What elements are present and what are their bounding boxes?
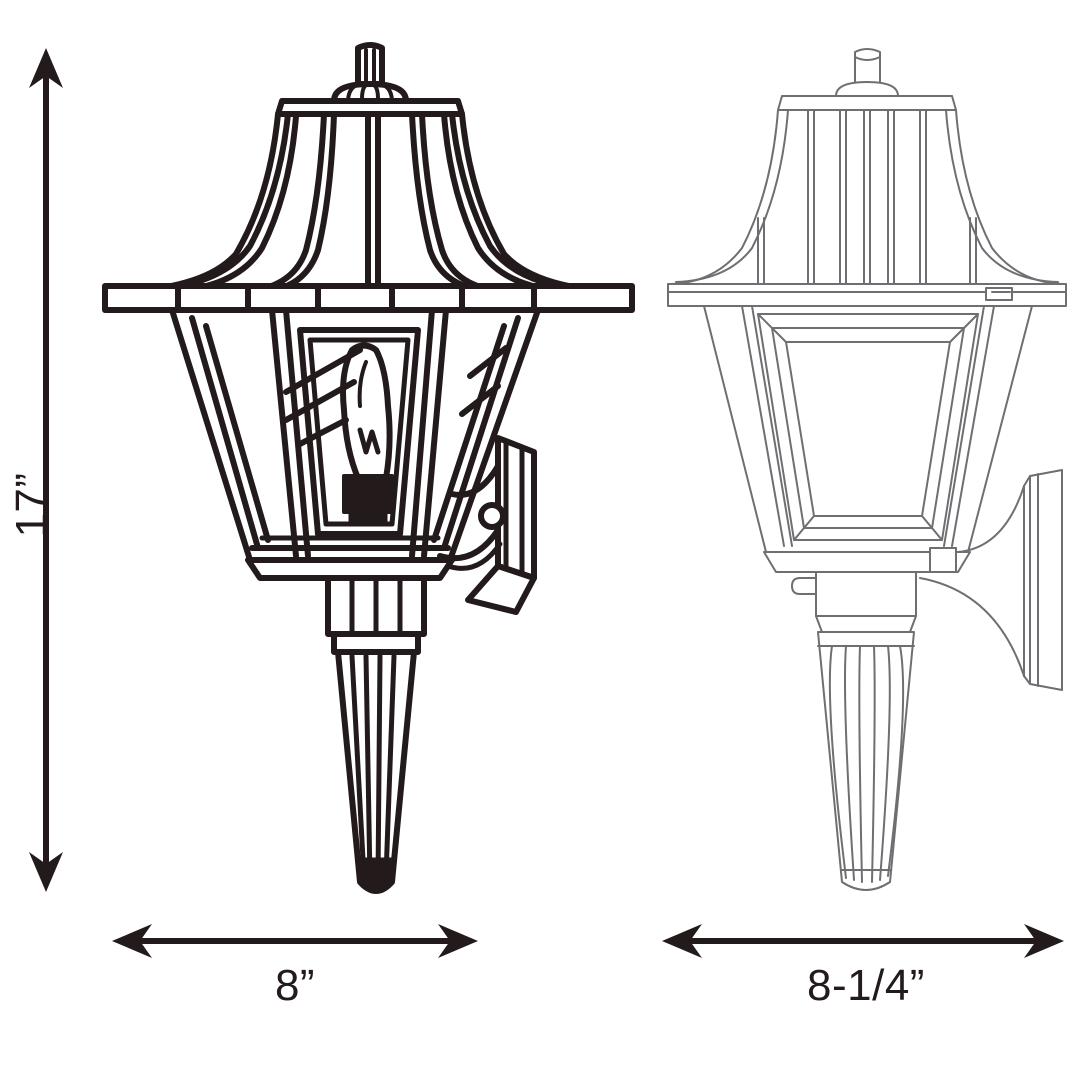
dimension-width-side-label: 8-1/4”: [807, 961, 925, 1010]
side-view-lantern: [667, 48, 1067, 891]
side-top-finial: [835, 48, 899, 97]
dimension-width-front-label: 8”: [275, 961, 315, 1010]
side-wall-plate: [1023, 469, 1063, 691]
dimension-width-front: 8”: [112, 924, 478, 1010]
front-view-lantern: [102, 42, 635, 894]
side-roof-eave-band: [667, 283, 1067, 307]
front-roof-eave-band: [102, 283, 635, 313]
front-wall-mount-arm: [437, 435, 537, 615]
side-roof-top-plate: [777, 95, 957, 111]
front-fluted-finial: [335, 649, 417, 894]
side-pagoda-roof: [671, 109, 1063, 285]
dimension-height-label: 17”: [7, 472, 56, 537]
side-mount-neck: [919, 485, 1025, 677]
dimension-height: 17”: [7, 48, 63, 892]
dimension-width-side: 8-1/4”: [662, 924, 1064, 1010]
front-bottom-collar: [325, 575, 427, 655]
side-bottom-collar: [791, 571, 917, 633]
side-fluted-finial: [817, 631, 915, 891]
side-glass-body: [703, 287, 1033, 573]
side-roof-ribs: [757, 109, 977, 287]
front-lamp-bulb: [283, 342, 509, 526]
